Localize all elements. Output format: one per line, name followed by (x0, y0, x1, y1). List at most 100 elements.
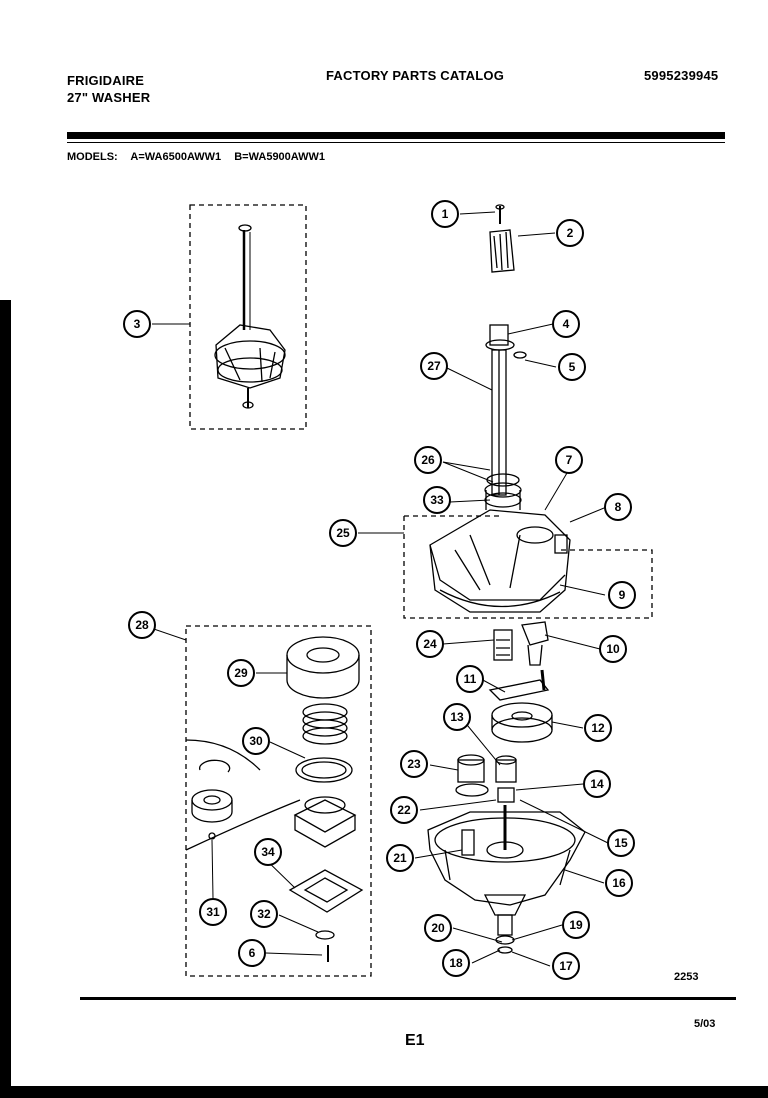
callout-circle-4 (552, 310, 580, 338)
callout-number-10: 10 (606, 642, 620, 656)
callout-circle-13 (443, 703, 471, 731)
callout-number-23: 23 (407, 757, 421, 771)
callout-circle-8 (604, 493, 632, 521)
callout-number-29: 29 (234, 666, 248, 680)
callout-circle-18 (442, 949, 470, 977)
models-line: MODELS: A=WA6500AWW1 B=WA5900AWW1 (67, 151, 335, 163)
callout-circle-3 (123, 310, 151, 338)
callout-number-5: 5 (569, 360, 576, 374)
callout-number-14: 14 (590, 777, 604, 791)
footer-rule (80, 997, 736, 1000)
bearing-ring-illustration (286, 636, 360, 699)
callout-circle-1 (431, 200, 459, 228)
main-gear-illustration (491, 702, 553, 743)
callout-number-28: 28 (135, 618, 149, 632)
callout-circle-10 (599, 635, 627, 663)
transmission-cover-illustration (429, 509, 571, 613)
callout-number-26: 26 (421, 453, 435, 467)
revision-date: 5/03 (694, 1018, 716, 1030)
scan-edge-left (0, 300, 11, 1090)
scan-edge-bottom (0, 1086, 768, 1098)
callout-circle-29 (227, 659, 255, 687)
seal-illustration (484, 473, 522, 510)
callout-number-4: 4 (563, 317, 570, 331)
callout-number-19: 19 (569, 918, 583, 932)
coupling-illustration (489, 229, 515, 273)
callout-number-31: 31 (206, 905, 220, 919)
callout-number-12: 12 (591, 721, 605, 735)
product-name: 27" WASHER (67, 90, 151, 105)
callout-number-17: 17 (559, 959, 573, 973)
callout-number-27: 27 (427, 359, 441, 373)
pinion-illustration (493, 629, 513, 661)
seal-cup-illustration (293, 796, 357, 848)
callout-number-9: 9 (619, 588, 626, 602)
callout-circle-16 (605, 869, 633, 897)
callout-circle-15 (607, 829, 635, 857)
callout-circle-33 (423, 486, 451, 514)
callout-number-8: 8 (615, 500, 622, 514)
spring-illustration (302, 703, 348, 745)
shaft-end-illustration (483, 894, 527, 954)
callout-circle-12 (584, 714, 612, 742)
group-box-3 (189, 204, 307, 430)
callout-circle-22 (390, 796, 418, 824)
callout-circle-5 (558, 353, 586, 381)
callout-number-15: 15 (614, 836, 628, 850)
callout-number-22: 22 (397, 803, 411, 817)
callout-circle-31 (199, 898, 227, 926)
callout-circle-20 (424, 914, 452, 942)
callout-circle-25 (329, 519, 357, 547)
callout-number-18: 18 (449, 956, 463, 970)
callout-number-24: 24 (423, 637, 437, 651)
callout-circle-26 (414, 446, 442, 474)
callout-circle-9 (608, 581, 636, 609)
callout-circle-17 (552, 952, 580, 980)
callout-number-16: 16 (612, 876, 626, 890)
callout-circle-32 (250, 900, 278, 928)
callout-circle-14 (583, 770, 611, 798)
model-a: A=WA6500AWW1 (130, 151, 222, 163)
callout-number-32: 32 (257, 907, 271, 921)
callout-number-11: 11 (464, 672, 477, 686)
catalog-title: FACTORY PARTS CATALOG (326, 68, 505, 83)
callout-number-13: 13 (450, 710, 464, 724)
agitator-shaft-illustration (485, 324, 527, 496)
callout-circle-6 (238, 939, 266, 967)
callout-number-7: 7 (566, 453, 573, 467)
callout-circle-27 (420, 352, 448, 380)
bushing-illustration (495, 755, 517, 803)
callout-number-21: 21 (393, 851, 407, 865)
screw-illustration (495, 204, 505, 224)
callout-number-20: 20 (431, 921, 445, 935)
brand-name: FRIGIDAIRE (67, 73, 145, 88)
callout-circle-21 (386, 844, 414, 872)
callout-circle-19 (562, 911, 590, 939)
crank-illustration (488, 669, 550, 701)
header-rule-thin (67, 142, 725, 143)
gearcase-illustration (427, 805, 586, 906)
callout-number-2: 2 (567, 226, 574, 240)
transmission-assembly-illustration (214, 224, 286, 409)
o-ring-illustration (295, 757, 353, 783)
callout-number-25: 25 (336, 526, 350, 540)
callout-circle-23 (400, 750, 428, 778)
cluster-gear-illustration (455, 754, 489, 797)
callout-circle-7 (555, 446, 583, 474)
callout-circle-30 (242, 727, 270, 755)
catalog-number: 5995239945 (644, 68, 719, 83)
page-code: E1 (405, 1032, 425, 1049)
group-box-25 (403, 515, 653, 619)
callout-circle-34 (254, 838, 282, 866)
callout-number-33: 33 (430, 493, 444, 507)
washer-illustration (315, 930, 335, 940)
drawing-code: 2253 (674, 971, 699, 983)
gasket-illustration (288, 869, 364, 913)
callout-number-30: 30 (249, 734, 263, 748)
group-box-28 (185, 625, 372, 977)
callout-circle-24 (416, 630, 444, 658)
callout-number-1: 1 (442, 207, 449, 221)
models-label: MODELS: (67, 151, 118, 163)
